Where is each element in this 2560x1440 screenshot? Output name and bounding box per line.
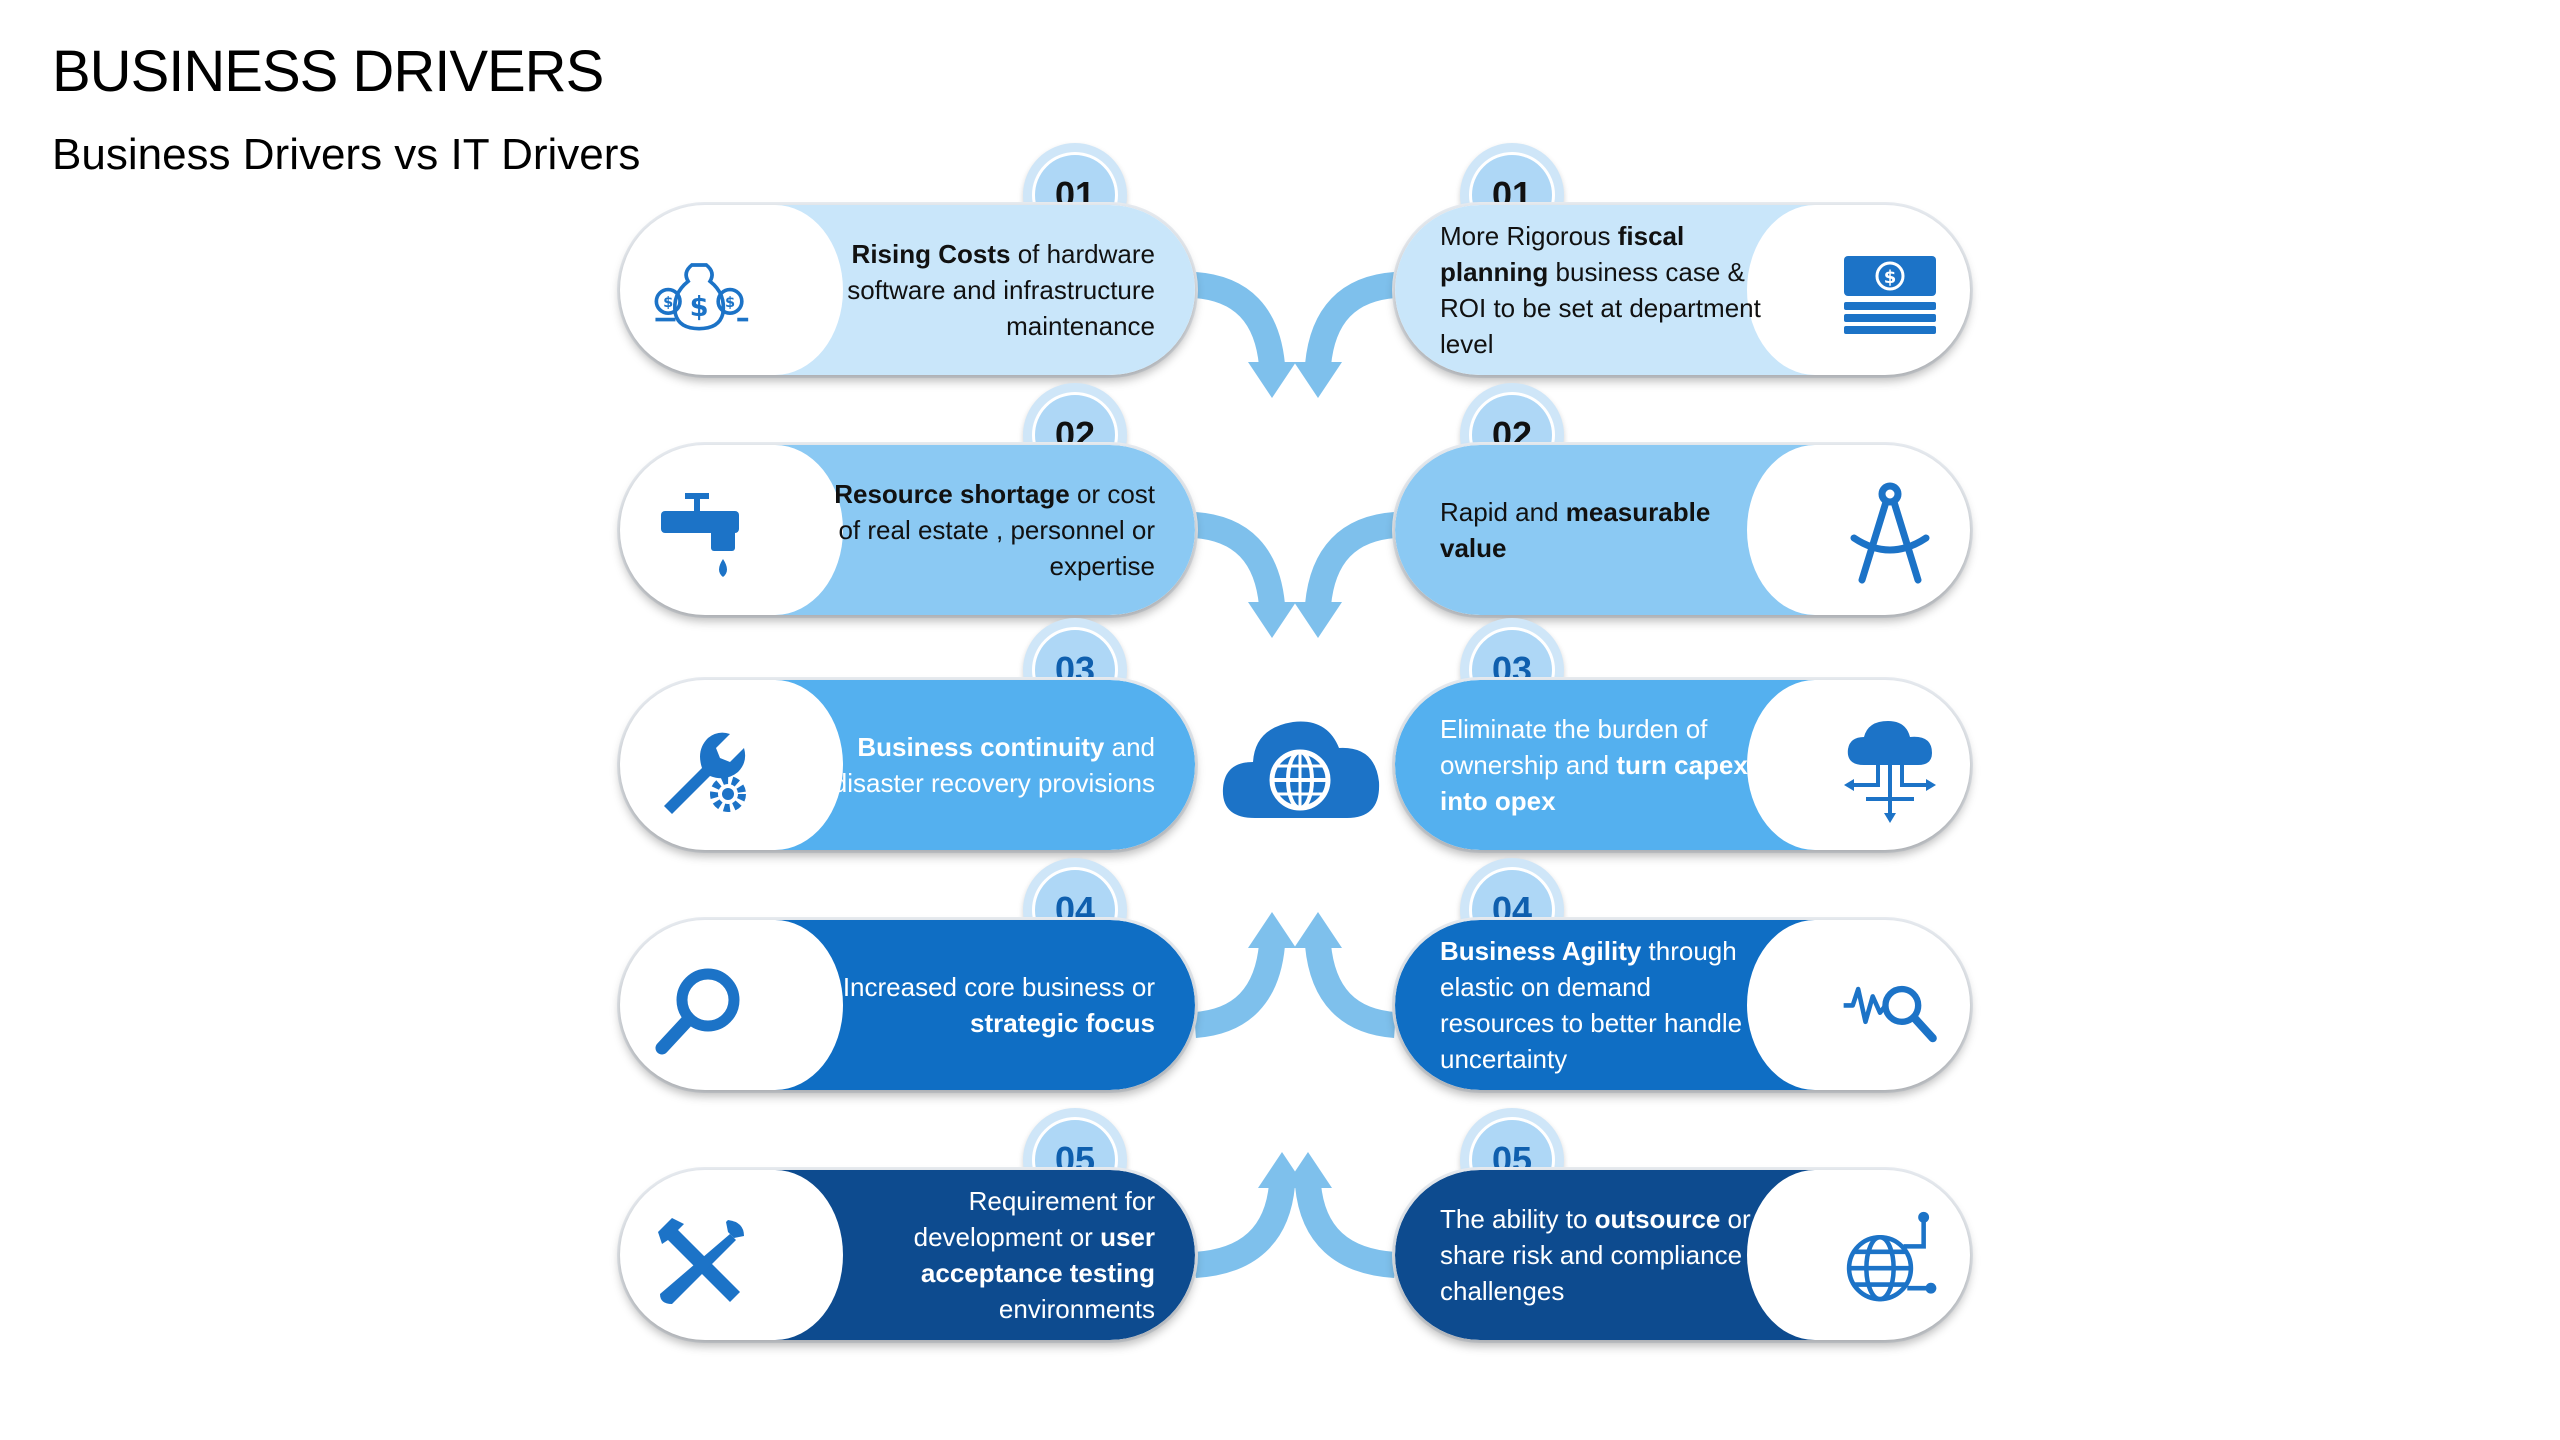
description-text: of hardware software and infrastructure …	[847, 239, 1155, 341]
description-text: Increased core business or	[842, 972, 1155, 1002]
driver-description: Eliminate the burden of ownership and tu…	[1440, 680, 1765, 850]
description-text: Requirement for development or	[913, 1186, 1155, 1252]
money-bags-icon: $ $ $	[650, 245, 750, 345]
arrowhead-up-right-04	[1294, 912, 1342, 948]
driver-pill: $ $ $ Rising Costs of hardware software …	[620, 205, 1195, 375]
driver-pill: $ More Rigorous fiscal planning business…	[1395, 205, 1970, 375]
driver-pill: Eliminate the burden of ownership and tu…	[1395, 680, 1970, 850]
driver-description: Rising Costs of hardware software and in…	[815, 205, 1155, 375]
driver-pill: Rapid and measurable value	[1395, 445, 1970, 615]
arrowhead-down-right-01	[1294, 362, 1342, 398]
connector-arrow-left-02	[1193, 512, 1285, 607]
description-text: Eliminate the burden of ownership and	[1440, 714, 1708, 780]
description-emphasis: user acceptance testing	[920, 1222, 1155, 1288]
cash-stack-icon: $	[1840, 245, 1940, 345]
driver-pill: Resource shortage or cost of real estate…	[620, 445, 1195, 615]
arrowhead-down-left-02	[1248, 602, 1296, 638]
arrowhead-down-right-02	[1294, 602, 1342, 638]
wrench-gear-icon	[650, 720, 750, 820]
page-title: BUSINESS DRIVERS	[52, 39, 604, 104]
driver-band	[707, 680, 1195, 850]
description-text: environments	[998, 1294, 1155, 1324]
driver-description: Requirement for development or user acce…	[815, 1170, 1155, 1340]
description-emphasis: measurable value	[1440, 497, 1711, 563]
arrowhead-up-right-05	[1284, 1152, 1332, 1188]
description-text: or cost of real estate , personnel or ex…	[838, 479, 1155, 581]
page-subtitle: Business Drivers vs IT Drivers	[52, 130, 641, 179]
driver-description: Resource shortage or cost of real estate…	[815, 445, 1155, 615]
driver-description: Business Agility through elastic on dema…	[1440, 920, 1765, 1090]
driver-band	[707, 1170, 1195, 1340]
faucet-icon	[650, 485, 750, 585]
hammer-wrench-icon	[650, 1210, 750, 1310]
connector-arrow-left-05	[1193, 1183, 1295, 1278]
magnifier-icon	[650, 960, 750, 1060]
description-text: Rapid and	[1440, 497, 1566, 527]
description-emphasis: Resource shortage	[834, 479, 1070, 509]
description-text: and disaster recovery provisions	[832, 732, 1155, 798]
description-text: More Rigorous	[1440, 221, 1618, 251]
driver-band	[1395, 920, 1883, 1090]
cloud-network-icon	[1840, 720, 1940, 823]
connector-arrow-left-01	[1193, 272, 1285, 367]
description-emphasis: outsource	[1594, 1204, 1721, 1234]
description-text: The ability to	[1440, 1204, 1595, 1234]
description-emphasis: fiscal planning	[1440, 221, 1685, 287]
description-text: or share risk and compliance challenges	[1440, 1204, 1751, 1306]
cloud-globe-icon	[1215, 700, 1385, 830]
driver-band	[707, 445, 1195, 615]
driver-band	[1395, 680, 1883, 850]
compass-icon	[1840, 482, 1940, 585]
arrowhead-up-left-04	[1248, 912, 1296, 948]
description-emphasis: turn capex into opex	[1440, 750, 1748, 816]
driver-band	[707, 205, 1195, 375]
driver-pill: Increased core business or strategic foc…	[620, 920, 1195, 1090]
global-network-icon	[1840, 1210, 1940, 1310]
driver-band	[707, 920, 1195, 1090]
description-emphasis: Rising Costs	[851, 239, 1011, 269]
driver-pill: Requirement for development or user acce…	[620, 1170, 1195, 1340]
connector-arrow-left-04	[1193, 943, 1285, 1038]
description-text: business case & ROI to be set at departm…	[1440, 257, 1761, 359]
svg-text:$: $	[1884, 267, 1897, 288]
description-emphasis: strategic focus	[970, 1008, 1155, 1038]
driver-description: Business continuity and disaster recover…	[815, 680, 1155, 850]
connector-arrow-right-01	[1305, 272, 1397, 367]
driver-pill: Business Agility through elastic on dema…	[1395, 920, 1970, 1090]
driver-description: Increased core business or strategic foc…	[815, 920, 1155, 1090]
arrowhead-down-left-01	[1248, 362, 1296, 398]
description-emphasis: Business continuity	[857, 732, 1105, 762]
driver-band	[1395, 445, 1883, 615]
driver-description: Rapid and measurable value	[1440, 445, 1765, 615]
connector-arrow-right-02	[1305, 512, 1397, 607]
driver-description: More Rigorous fiscal planning business c…	[1440, 205, 1765, 375]
signal-search-icon	[1840, 960, 1940, 1060]
svg-text:$: $	[690, 292, 709, 323]
driver-band	[1395, 205, 1883, 375]
svg-text:$: $	[725, 295, 735, 311]
connector-arrow-right-04	[1305, 943, 1397, 1038]
svg-text:$: $	[663, 295, 673, 311]
driver-pill: The ability to outsource or share risk a…	[1395, 1170, 1970, 1340]
driver-band	[1395, 1170, 1883, 1340]
connector-arrow-right-05	[1295, 1183, 1397, 1278]
description-text: through elastic on demand resources to b…	[1440, 936, 1743, 1074]
description-emphasis: Business Agility	[1440, 936, 1642, 966]
driver-pill: Business continuity and disaster recover…	[620, 680, 1195, 850]
driver-description: The ability to outsource or share risk a…	[1440, 1170, 1765, 1340]
